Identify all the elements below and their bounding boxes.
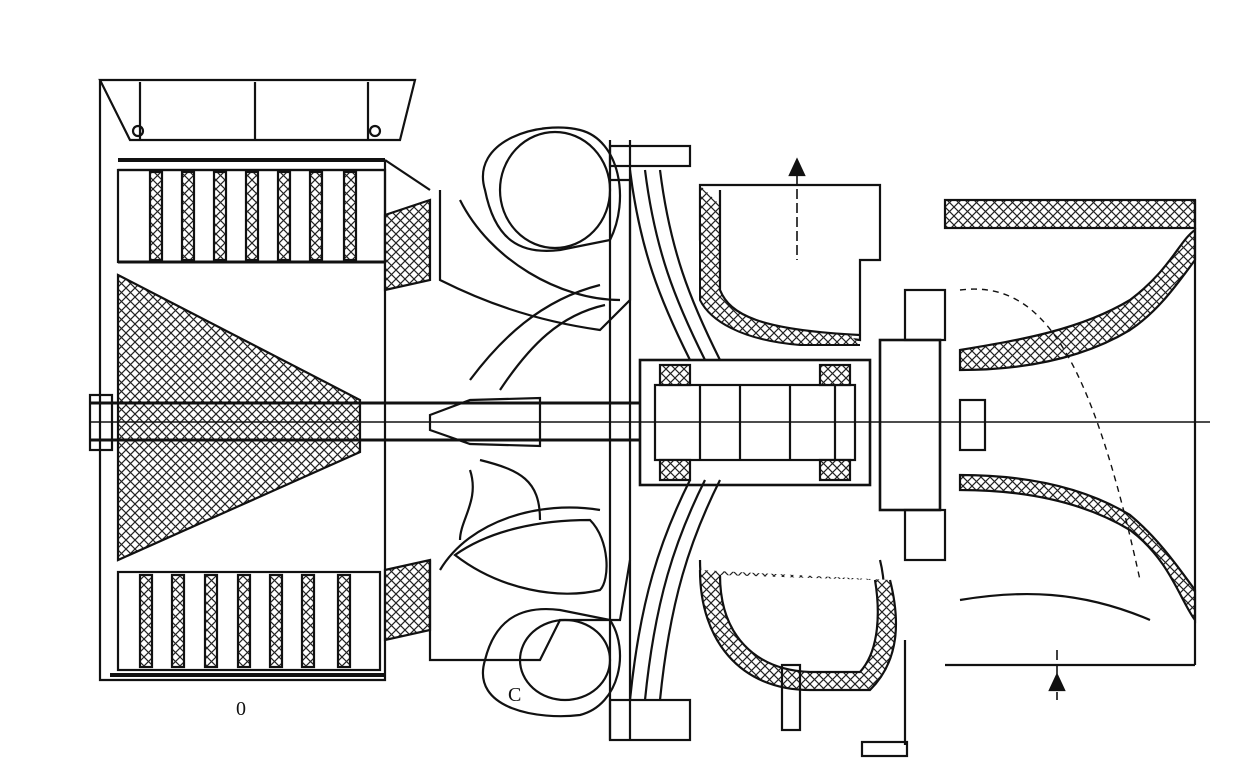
compressor-section [428, 126, 692, 742]
bearing-housing [628, 169, 872, 701]
rotor-shaft [88, 393, 1210, 452]
upper-silencer-plates [148, 170, 358, 262]
lower-silencer-plates [138, 573, 352, 669]
air-filter-silencer [98, 78, 432, 682]
callout-label-a: 0 [236, 698, 246, 720]
turbine-section [698, 157, 1197, 758]
callout-label-b: C [508, 684, 522, 706]
